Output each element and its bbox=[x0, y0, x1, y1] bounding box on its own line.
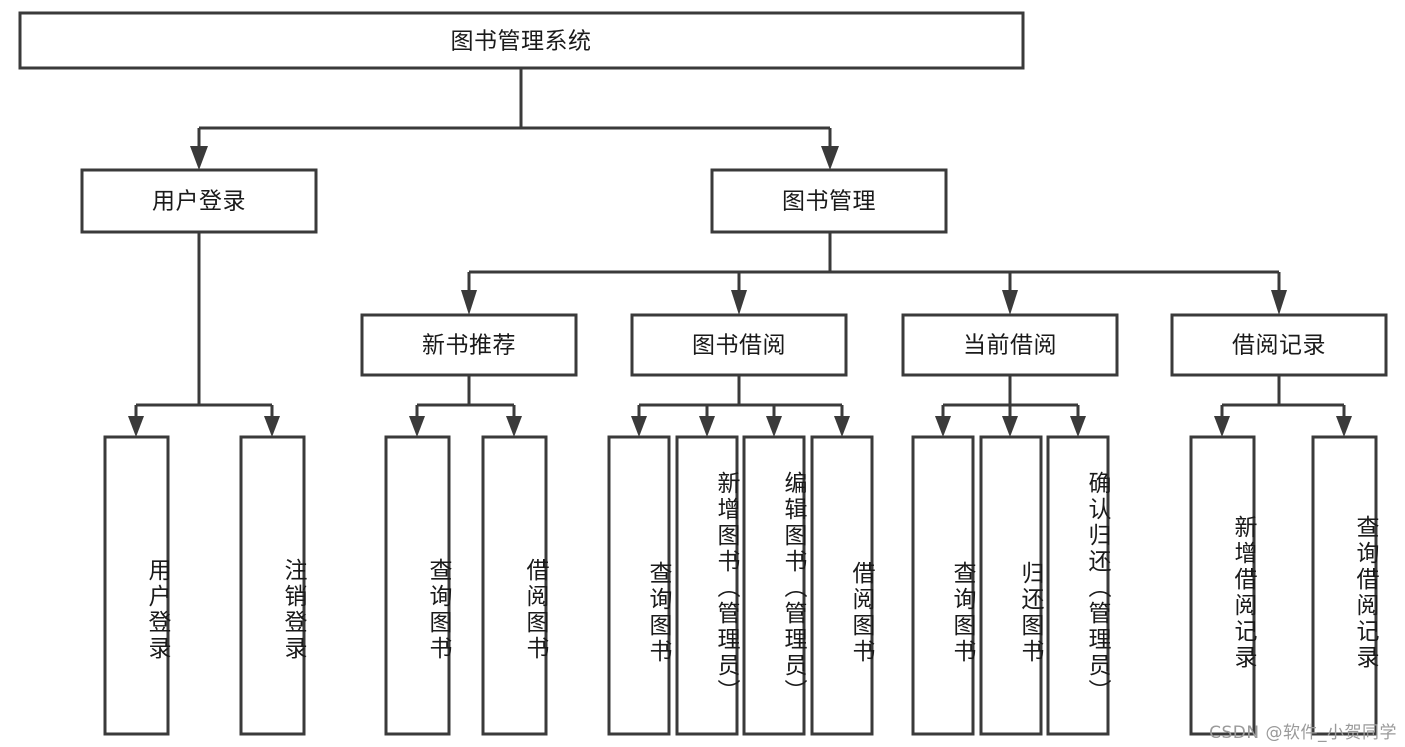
node-root-label: 图书管理系统 bbox=[451, 29, 592, 55]
connectors-borrow-record-children bbox=[1214, 375, 1352, 437]
leaf-borrow-book-2-box[interactable] bbox=[810, 435, 874, 736]
arrow-leaf-edit-book-icon bbox=[766, 416, 782, 437]
arrow-leaf-query-book-2-icon bbox=[631, 416, 647, 437]
node-user-login[interactable]: 用户登录 bbox=[80, 168, 318, 234]
leaf-return-book-box[interactable] bbox=[979, 435, 1043, 736]
arrow-to-new-book-recommend-icon bbox=[461, 290, 477, 315]
connectors-user-login-children bbox=[128, 232, 280, 437]
node-current-borrow-box[interactable] bbox=[901, 313, 1119, 377]
arrow-leaf-confirm-return-icon bbox=[1070, 416, 1086, 437]
leaf-user-logout-box[interactable] bbox=[239, 435, 306, 736]
arrow-leaf-borrow-book-2-icon bbox=[834, 416, 850, 437]
arrow-leaf-query-book-3-icon bbox=[935, 416, 951, 437]
node-borrow-record[interactable]: 借阅记录 bbox=[1170, 313, 1388, 377]
node-user-login-box[interactable] bbox=[80, 168, 318, 234]
node-current-borrow-label: 当前借阅 bbox=[963, 333, 1057, 359]
node-user-login-label: 用户登录 bbox=[152, 189, 246, 215]
node-book-manage-label: 图书管理 bbox=[782, 189, 876, 215]
connectors-book-manage-children bbox=[461, 232, 1287, 315]
node-book-manage-box[interactable] bbox=[710, 168, 948, 234]
node-book-manage[interactable]: 图书管理 bbox=[710, 168, 948, 234]
node-root-box[interactable] bbox=[18, 11, 1025, 70]
node-root[interactable]: 图书管理系统 bbox=[18, 11, 1025, 70]
node-borrow-record-box[interactable] bbox=[1170, 313, 1388, 377]
connectors-current-borrow-children bbox=[935, 375, 1086, 437]
leaf-confirm-return-box[interactable] bbox=[1046, 435, 1110, 736]
arrow-to-book-borrow-icon bbox=[731, 290, 747, 315]
leaf-user-login-box[interactable] bbox=[103, 435, 170, 736]
connectors-book-borrow-children bbox=[631, 375, 850, 437]
node-borrow-record-label: 借阅记录 bbox=[1232, 333, 1326, 359]
node-current-borrow[interactable]: 当前借阅 bbox=[901, 313, 1119, 377]
node-new-book-recommend[interactable]: 新书推荐 bbox=[360, 313, 578, 377]
arrow-leaf-query-book-1-icon bbox=[409, 416, 425, 437]
arrow-leaf-add-record-icon bbox=[1214, 416, 1230, 437]
leaf-boxes bbox=[103, 435, 1378, 736]
leaf-add-book-box[interactable] bbox=[675, 435, 739, 736]
leaf-query-book-3-box[interactable] bbox=[911, 435, 975, 736]
arrow-leaf-borrow-book-1-icon bbox=[506, 416, 522, 437]
arrow-leaf-add-book-icon bbox=[699, 416, 715, 437]
leaf-borrow-book-1-box[interactable] bbox=[481, 435, 548, 736]
node-book-borrow-label: 图书借阅 bbox=[692, 333, 786, 359]
arrow-leaf-query-record-icon bbox=[1336, 416, 1352, 437]
node-book-borrow[interactable]: 图书借阅 bbox=[630, 313, 848, 377]
csdn-watermark: CSDN @软件_小贺同学 bbox=[1209, 723, 1397, 743]
leaf-edit-book-box[interactable] bbox=[742, 435, 806, 736]
leaf-query-book-2-box[interactable] bbox=[607, 435, 671, 736]
node-new-book-recommend-label: 新书推荐 bbox=[422, 333, 516, 359]
arrow-to-book-manage-icon bbox=[821, 146, 839, 170]
node-book-borrow-box[interactable] bbox=[630, 313, 848, 377]
leaf-add-record-box[interactable] bbox=[1189, 435, 1256, 736]
connectors-level1 bbox=[190, 68, 839, 170]
leaf-query-book-1-box[interactable] bbox=[384, 435, 451, 736]
arrow-leaf-return-book-icon bbox=[1002, 416, 1018, 437]
arrow-to-user-login-icon bbox=[190, 146, 208, 170]
node-new-book-recommend-box[interactable] bbox=[360, 313, 578, 377]
arrow-to-borrow-record-icon bbox=[1271, 290, 1287, 315]
arrow-to-current-borrow-icon bbox=[1002, 290, 1018, 315]
arrow-leaf-user-login-icon bbox=[128, 416, 144, 437]
leaf-query-record-box[interactable] bbox=[1311, 435, 1378, 736]
connectors-new-book-children bbox=[409, 375, 522, 437]
arrow-leaf-user-logout-icon bbox=[264, 416, 280, 437]
